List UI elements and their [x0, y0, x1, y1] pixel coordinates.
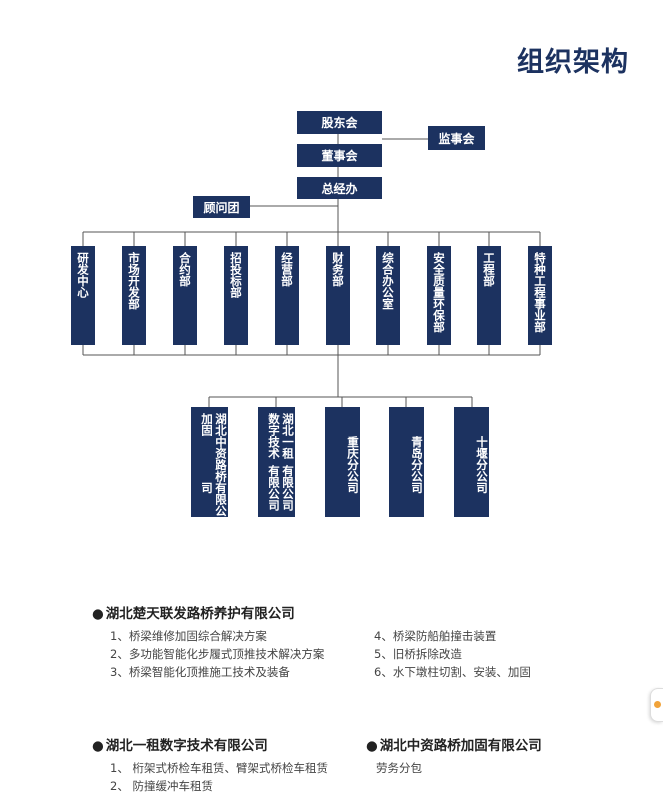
company-name: 湖北一租数字技术有限公司 — [105, 738, 268, 754]
company-name: 湖北中资路桥加固有限公司 — [379, 738, 542, 754]
subsidiary-label: 青岛分公司 — [410, 436, 424, 494]
shareholders-box: 股东会 — [297, 111, 382, 134]
subsidiary-box: 湖北一租数字技术 有限公司有限公司 — [258, 407, 295, 517]
subsidiary-label: 有限公司有限公司 — [267, 465, 295, 511]
page-title: 组织架构 — [517, 47, 629, 78]
dept-box: 市场开发部 — [122, 246, 146, 345]
company-heading: ●湖北楚天联发路桥养护有限公司 — [92, 602, 295, 622]
dept-box: 合约部 — [173, 246, 197, 345]
board-box: 董事会 — [297, 144, 382, 167]
dept-box: 招投标部 — [224, 246, 248, 345]
dept-box: 综合办公室 — [376, 246, 400, 345]
service-item: 6、水下墩柱切割、安装、加固 — [374, 665, 531, 679]
service-item: 2、多功能智能化步履式顶推技术解决方案 — [110, 647, 325, 661]
service-item: 1、 桁架式桥检车租赁、臂架式桥检车租赁 — [110, 761, 328, 775]
company-name: 湖北楚天联发路桥养护有限公司 — [105, 606, 295, 622]
subsidiary-label: 十堰分公司 — [475, 436, 489, 494]
service-item: 5、旧桥拆除改造 — [374, 647, 462, 661]
service-item: 1、桥梁维修加固综合解决方案 — [110, 629, 267, 643]
subsidiary-label: 湖北一租数字技术 — [267, 413, 295, 459]
subsidiary-label: 湖北中资路桥加固 — [200, 413, 228, 482]
dept-box: 研发中心 — [71, 246, 95, 345]
supervisors-box: 监事会 — [428, 126, 485, 150]
service-item: 4、桥梁防船舶撞击装置 — [374, 629, 497, 643]
dept-box: 经营部 — [275, 246, 299, 345]
advisors-box: 顾问团 — [193, 196, 250, 218]
side-float-tab[interactable] — [650, 688, 663, 722]
bullet-dot-icon: ● — [92, 738, 104, 754]
dept-box: 工程部 — [477, 246, 501, 345]
dept-box: 安全质量环保部 — [427, 246, 451, 345]
subsidiary-label: 重庆分公司 — [346, 436, 360, 494]
service-item: 劳务分包 — [376, 761, 422, 775]
bullet-dot-icon: ● — [366, 738, 378, 754]
gm-office-box: 总经办 — [297, 177, 382, 199]
service-item: 3、桥梁智能化顶推施工技术及装备 — [110, 665, 290, 679]
subsidiary-box: 青岛分公司 — [389, 407, 424, 517]
subsidiary-box: 重庆分公司 — [325, 407, 360, 517]
subsidiary-box: 湖北中资路桥加固 有限公司 — [191, 407, 228, 517]
subsidiary-box: 十堰分公司 — [454, 407, 489, 517]
subsidiary-label: 有限公司 — [200, 482, 228, 517]
company-heading: ●湖北一租数字技术有限公司 — [92, 734, 268, 754]
service-item: 2、 防撞缓冲车租赁 — [110, 779, 213, 793]
dept-box: 特种工程事业部 — [528, 246, 552, 345]
dept-box: 财务部 — [326, 246, 350, 345]
company-heading: ●湖北中资路桥加固有限公司 — [366, 734, 542, 754]
bullet-dot-icon: ● — [92, 606, 104, 622]
